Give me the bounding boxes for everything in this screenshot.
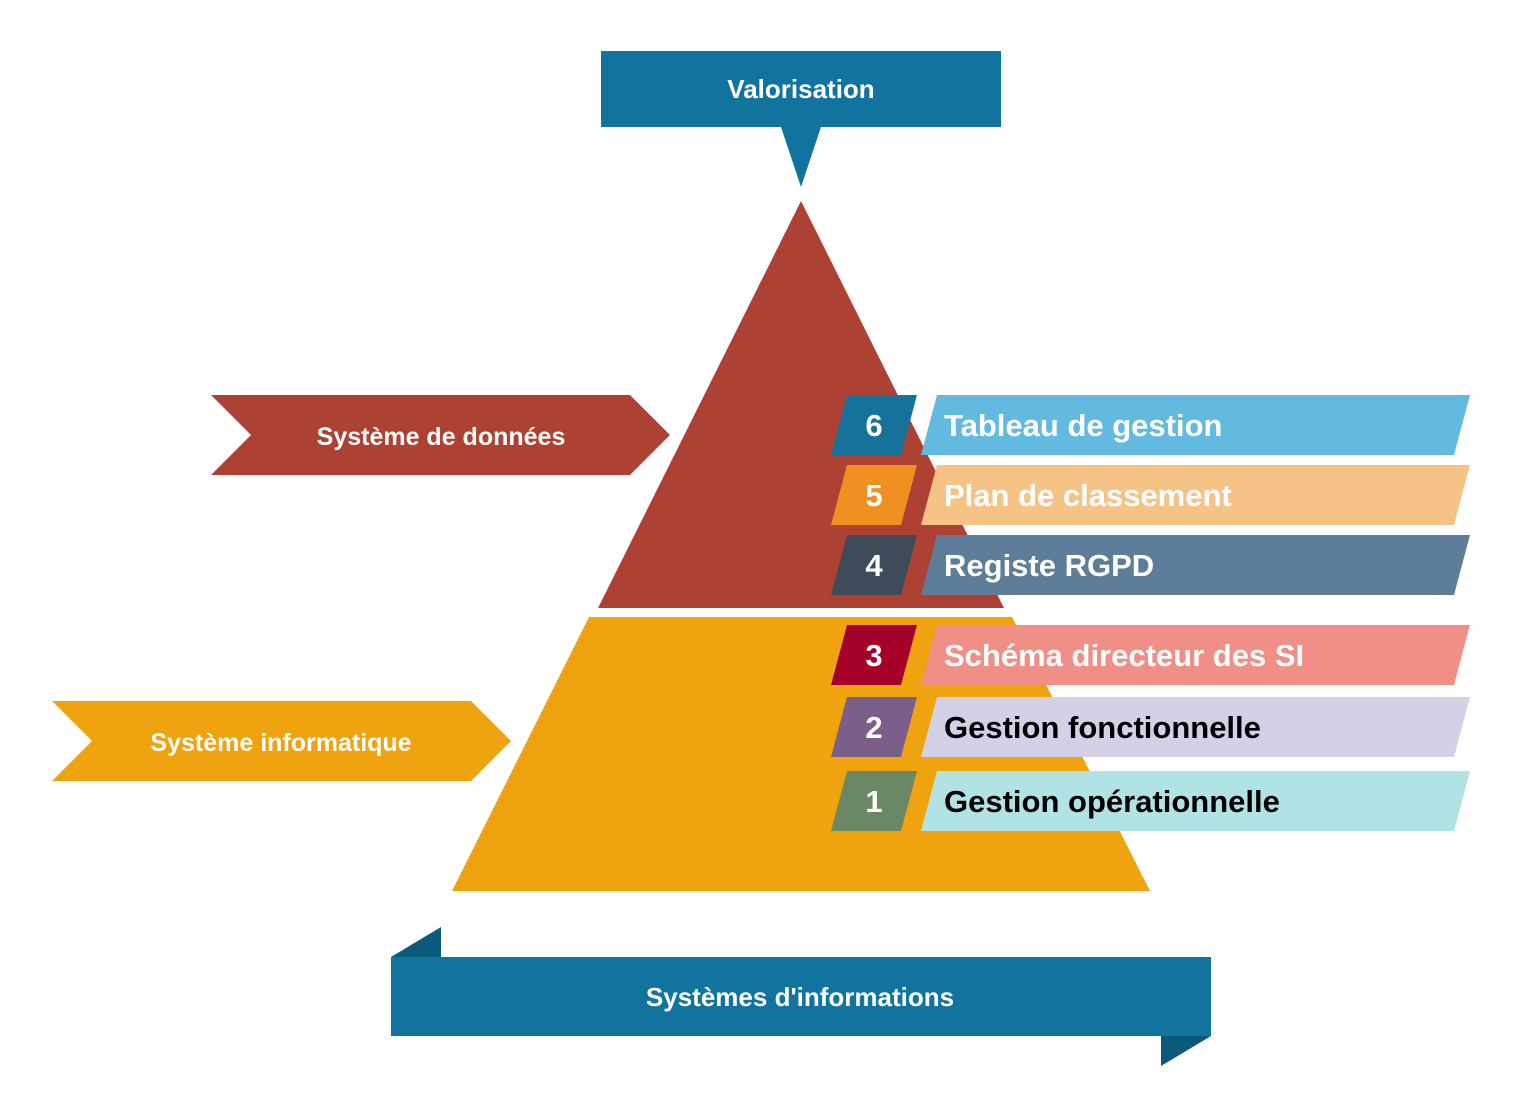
level-label-bar bbox=[921, 465, 1470, 525]
arrow-label-lower: Système informatique bbox=[150, 729, 411, 757]
level-label-bar bbox=[921, 395, 1470, 455]
level-number-badge bbox=[831, 697, 917, 757]
ribbon-band bbox=[391, 957, 1211, 1036]
level-number: 2 bbox=[865, 710, 882, 745]
level-label: Registe RGPD bbox=[944, 548, 1154, 583]
level-number: 6 bbox=[865, 408, 882, 443]
level-row-6: 6 Tableau de gestion bbox=[831, 395, 1470, 455]
level-label-bar bbox=[921, 771, 1470, 831]
level-number-badge bbox=[831, 395, 917, 455]
level-number: 5 bbox=[865, 478, 882, 513]
bottom-ribbon: Systèmes d'informations bbox=[391, 927, 1211, 1066]
level-row-1: 1 Gestion opérationnelle bbox=[831, 771, 1470, 831]
valorisation-label: Valorisation bbox=[727, 74, 874, 104]
level-label-bar bbox=[921, 535, 1470, 595]
level-number-badge bbox=[831, 535, 917, 595]
level-row-4: 4 Registe RGPD bbox=[831, 535, 1470, 595]
level-label: Tableau de gestion bbox=[944, 408, 1222, 443]
level-label: Plan de classement bbox=[944, 478, 1232, 513]
arrow-systeme-informatique: Système informatique bbox=[52, 701, 511, 781]
arrow-systeme-donnees: Système de données bbox=[211, 395, 670, 475]
levels-list: 6 Tableau de gestion 5 Plan de classement 4 R… bbox=[831, 395, 1470, 831]
level-label-bar bbox=[921, 625, 1470, 685]
level-row-5: 5 Plan de classement bbox=[831, 465, 1470, 525]
level-number-badge bbox=[831, 771, 917, 831]
arrow-shape-lower bbox=[52, 701, 511, 781]
arrow-shape-upper bbox=[211, 395, 670, 475]
ribbon-right-fold bbox=[1161, 1036, 1211, 1066]
level-label: Schéma directeur des SI bbox=[944, 638, 1304, 673]
level-row-2: 2 Gestion fonctionnelle bbox=[831, 697, 1470, 757]
ribbon-label: Systèmes d'informations bbox=[646, 982, 954, 1012]
valorisation-callout: Valorisation bbox=[601, 51, 1001, 187]
level-label: Gestion fonctionnelle bbox=[944, 710, 1261, 745]
level-label: Gestion opérationnelle bbox=[944, 784, 1280, 819]
level-row-3: 3 Schéma directeur des SI bbox=[831, 625, 1470, 685]
valorisation-box bbox=[601, 51, 1001, 187]
level-number-badge bbox=[831, 625, 917, 685]
level-number: 3 bbox=[865, 638, 882, 673]
level-label-bar bbox=[921, 697, 1470, 757]
level-number: 1 bbox=[865, 784, 882, 819]
arrow-label-upper: Système de données bbox=[317, 423, 566, 451]
level-number: 4 bbox=[865, 548, 883, 583]
level-number-badge bbox=[831, 465, 917, 525]
